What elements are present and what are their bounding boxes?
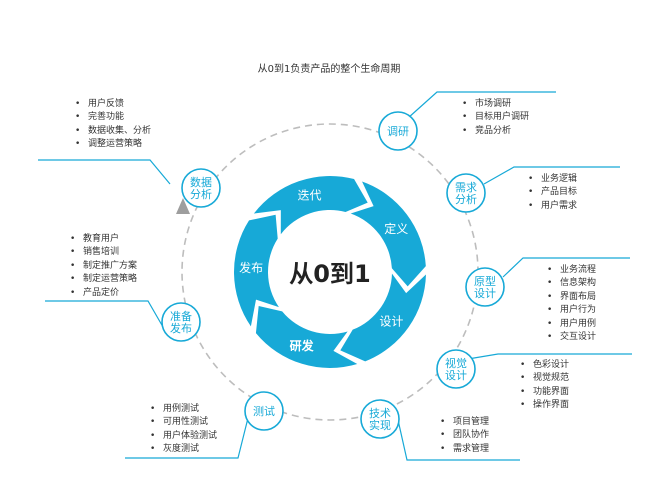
list-item: 数据收集、分析: [75, 125, 151, 139]
list-item: 灰度测试: [150, 443, 217, 457]
list-prototype: 业务流程 信息架构 界面布局 用户行为 用户用例 交互设计: [547, 264, 596, 345]
stage-node-label: 调研: [387, 125, 409, 138]
list-item: 销售培训: [70, 246, 137, 260]
stage-node-label: 数据: [190, 175, 212, 189]
ring-segment: [234, 214, 279, 327]
list-research: 市场调研 目标用户调研 竞品分析: [462, 98, 529, 139]
connector-line: [45, 300, 164, 328]
ring-segment-label: 迭代: [298, 189, 322, 203]
connector-line: [395, 410, 520, 461]
list-release-prep: 教育用户 销售培训 制定推广方案 制定运营策略 产品定价: [70, 233, 137, 300]
stage-node-label: 分析: [455, 192, 477, 206]
stage-node: [181, 168, 221, 208]
stage-node: [465, 267, 505, 307]
ring-segment-label: 发布: [239, 260, 263, 275]
connector-line: [125, 409, 251, 459]
list-item: 团队协作: [440, 429, 489, 443]
list-item: 用例测试: [150, 403, 217, 417]
ring-segment: [350, 181, 426, 287]
list-item: 用户反馈: [75, 98, 151, 112]
list-item: 教育用户: [70, 233, 137, 247]
list-implementation: 项目管理 团队协作 需求管理: [440, 416, 489, 457]
list-item: 调整运营策略: [75, 138, 151, 152]
list-item: 项目管理: [440, 416, 489, 430]
ring-segment-label: 研发: [290, 338, 315, 353]
ring-segment: [253, 176, 368, 235]
stage-node-label: 技术: [369, 407, 391, 420]
stage-node-label: 发布: [170, 321, 192, 335]
stage-node-label: 测试: [253, 405, 275, 418]
stage-node: [446, 173, 486, 213]
list-item: 操作界面: [520, 399, 569, 413]
list-requirements: 业务逻辑 产品目标 用户需求: [528, 173, 577, 214]
stage-node: [244, 391, 284, 431]
cycle-arrow-icon: [176, 198, 190, 214]
list-item: 用户体验测试: [150, 430, 217, 444]
stage-node-label: 设计: [445, 369, 467, 382]
list-item: 竞品分析: [462, 125, 529, 139]
connector-line: [502, 257, 630, 278]
connector-line: [38, 159, 171, 185]
ring-segment: [340, 273, 426, 362]
stage-node: [436, 349, 476, 389]
stage-node-label: 准备: [170, 309, 192, 323]
list-item: 界面布局: [547, 291, 596, 305]
list-data-analysis: 用户反馈 完善功能 数据收集、分析 调整运营策略: [75, 98, 151, 152]
list-item: 色彩设计: [520, 359, 569, 373]
stage-node-label: 需求: [455, 181, 477, 194]
list-item: 业务逻辑: [528, 173, 577, 187]
connector-line: [483, 166, 620, 185]
list-item: 目标用户调研: [462, 111, 529, 125]
stage-node-label: 分析: [190, 187, 212, 201]
list-item: 市场调研: [462, 98, 529, 112]
list-visual: 色彩设计 视觉规范 功能界面 操作界面: [520, 359, 569, 413]
stage-node-label: 视觉: [445, 356, 467, 370]
connector-line: [467, 353, 632, 360]
list-item: 制定推广方案: [70, 260, 137, 274]
center-label: 从0到1: [289, 260, 370, 288]
ring-segment-label: 设计: [379, 315, 403, 329]
connector-line: [407, 91, 556, 119]
list-item: 用户行为: [547, 304, 596, 318]
list-item: 用户用例: [547, 318, 596, 332]
list-item: 功能界面: [520, 386, 569, 400]
ring-segment: [255, 306, 358, 368]
page-title: 从0到1负责产品的整个生命周期: [257, 64, 401, 75]
list-item: 可用性测试: [150, 416, 217, 430]
list-item: 需求管理: [440, 443, 489, 457]
center-ring: [234, 176, 426, 368]
list-item: 信息架构: [547, 277, 596, 291]
list-item: 制定运营策略: [70, 273, 137, 287]
list-item: 完善功能: [75, 111, 151, 125]
stage-node: [378, 111, 418, 151]
ring-segment-label: 定义: [384, 221, 408, 236]
stage-node-label: 实现: [369, 418, 391, 432]
list-item: 产品目标: [528, 186, 577, 200]
list-item: 产品定价: [70, 287, 137, 301]
list-testing: 用例测试 可用性测试 用户体验测试 灰度测试: [150, 403, 217, 457]
stage-node-label: 设计: [474, 287, 496, 300]
stage-node-label: 原型: [474, 274, 496, 288]
list-item: 视觉规范: [520, 372, 569, 386]
list-item: 交互设计: [547, 331, 596, 345]
stage-node: [161, 302, 201, 342]
stage-node: [360, 399, 400, 439]
list-item: 用户需求: [528, 200, 577, 214]
connector-lines: [38, 91, 632, 461]
list-item: 业务流程: [547, 264, 596, 278]
